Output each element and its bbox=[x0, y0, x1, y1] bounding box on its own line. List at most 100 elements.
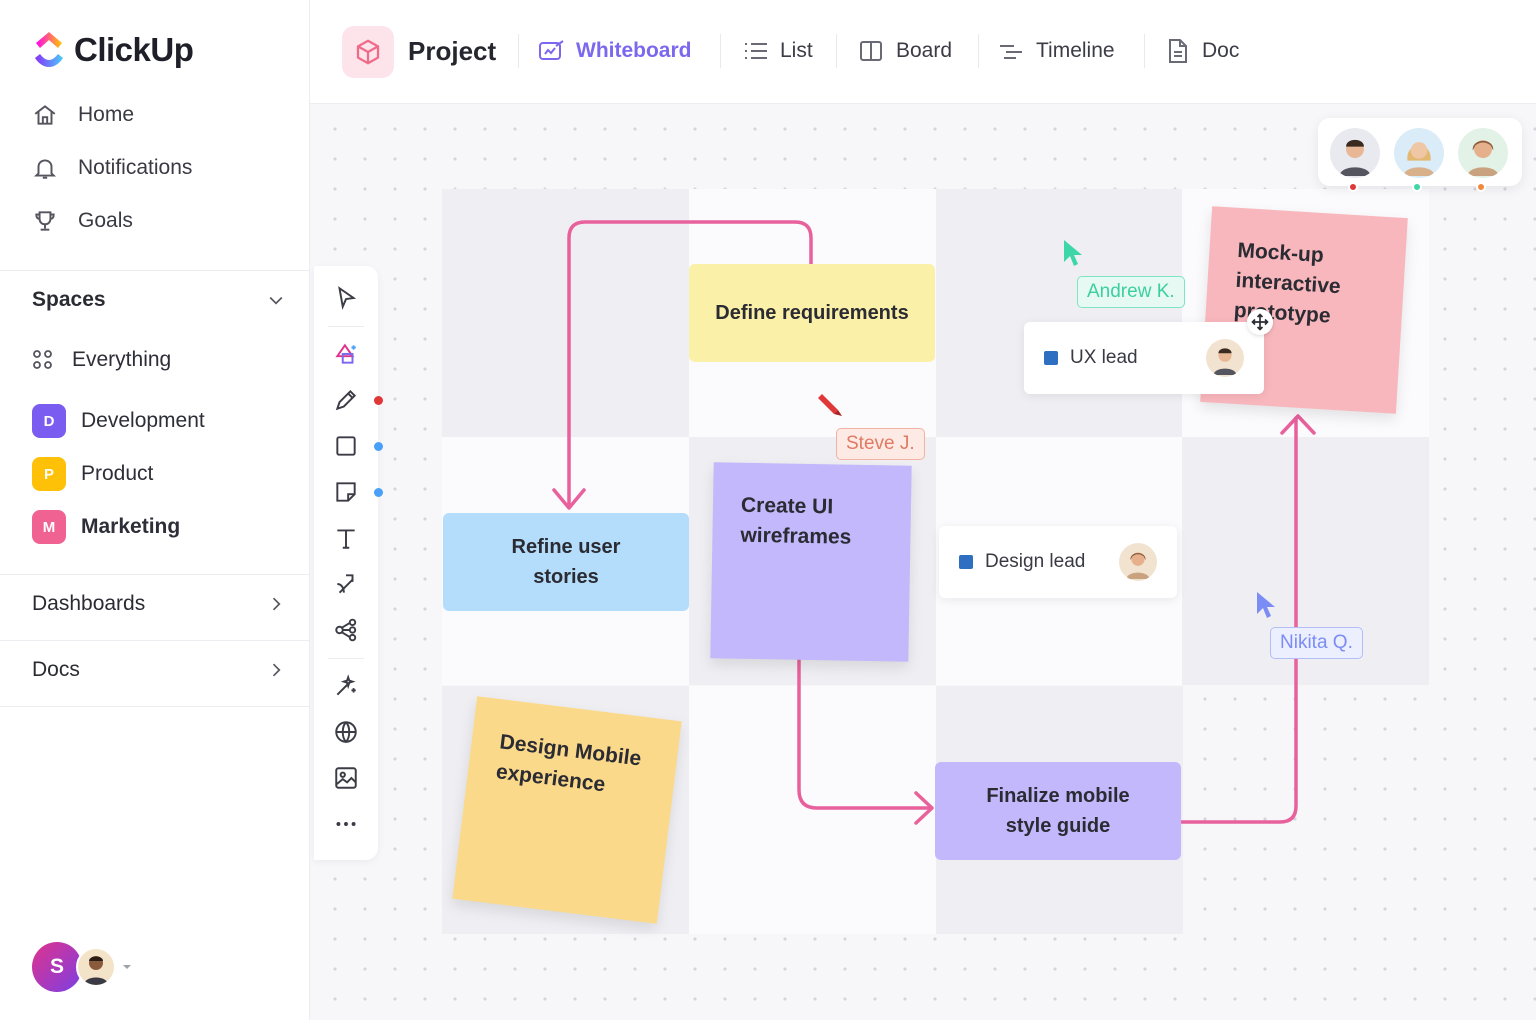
space-product[interactable]: P Product bbox=[32, 457, 153, 491]
role-card-ux-lead[interactable]: UX lead bbox=[1024, 322, 1264, 394]
chevron-down-icon bbox=[269, 296, 283, 305]
person-icon bbox=[1403, 142, 1435, 176]
marker-icon bbox=[818, 394, 842, 416]
tool-separator bbox=[328, 326, 364, 327]
tab-list[interactable]: List bbox=[742, 38, 813, 64]
ai-tool[interactable] bbox=[330, 670, 362, 702]
collaborator-avatar[interactable] bbox=[1394, 128, 1444, 178]
tab-separator bbox=[836, 34, 837, 68]
nav-notifications[interactable]: Notifications bbox=[32, 155, 192, 181]
space-everything[interactable]: Everything bbox=[32, 348, 171, 372]
user-menu[interactable]: S bbox=[32, 942, 134, 992]
collaborator-avatar[interactable] bbox=[1458, 128, 1508, 178]
space-development-label: Development bbox=[81, 409, 205, 432]
card-define-requirements[interactable]: Define requirements bbox=[689, 264, 935, 362]
card-finalize-label: Finalize mobile style guide bbox=[986, 785, 1130, 837]
tab-separator bbox=[720, 34, 721, 68]
ai-shape-tool[interactable] bbox=[330, 338, 362, 370]
space-marketing-label: Marketing bbox=[81, 515, 181, 538]
tab-separator bbox=[978, 34, 979, 68]
presence-dot bbox=[1476, 182, 1486, 192]
sidebar-divider bbox=[0, 574, 309, 575]
role-card-design-lead[interactable]: Design lead bbox=[939, 526, 1177, 598]
space-badge-development: D bbox=[32, 404, 66, 438]
select-tool[interactable] bbox=[330, 282, 362, 314]
connector-icon bbox=[337, 574, 354, 594]
space-product-label: Product bbox=[81, 462, 154, 485]
shape-tool[interactable] bbox=[330, 430, 362, 462]
cursor-label-nikita: Nikita Q. bbox=[1270, 627, 1363, 659]
whiteboard-toolbar bbox=[314, 266, 383, 860]
globe-icon bbox=[335, 721, 357, 744]
tab-doc[interactable]: Doc bbox=[1164, 38, 1239, 64]
tab-separator bbox=[518, 34, 519, 68]
move-handle[interactable] bbox=[1247, 309, 1273, 335]
clickup-logo-icon bbox=[35, 32, 63, 67]
list-icon bbox=[745, 43, 767, 59]
sticky-design-mobile[interactable]: Design Mobile experience bbox=[452, 696, 682, 924]
person-icon bbox=[84, 956, 108, 985]
trophy-icon bbox=[35, 211, 55, 231]
cursor-nikita bbox=[1257, 592, 1275, 618]
more-tools-button[interactable] bbox=[330, 808, 362, 840]
mindmap-tool[interactable] bbox=[330, 614, 362, 646]
connector-tool[interactable] bbox=[330, 568, 362, 600]
tab-whiteboard[interactable]: Whiteboard bbox=[538, 38, 692, 64]
sticky-mobile-label: Design Mobile experience bbox=[494, 730, 643, 797]
image-icon bbox=[335, 767, 357, 789]
tab-separator bbox=[1144, 34, 1145, 68]
space-development[interactable]: D Development bbox=[32, 404, 205, 438]
image-tool[interactable] bbox=[330, 762, 362, 794]
cursor-andrew bbox=[1064, 240, 1082, 266]
project-title: Project bbox=[408, 36, 497, 66]
cube-icon bbox=[356, 39, 380, 65]
cursor-label-andrew: Andrew K. bbox=[1077, 276, 1185, 308]
space-badge-marketing: M bbox=[32, 510, 66, 544]
card-finalize-style-guide[interactable]: Finalize mobile style guide bbox=[935, 762, 1181, 860]
tool-separator bbox=[328, 658, 364, 659]
clickup-logo[interactable]: ClickUp bbox=[32, 30, 194, 70]
board-cell bbox=[936, 189, 1183, 437]
tab-timeline-label: Timeline bbox=[1036, 39, 1115, 62]
tab-doc-label: Doc bbox=[1202, 39, 1240, 62]
grid-icon bbox=[33, 350, 52, 369]
docs-header[interactable]: Docs bbox=[32, 658, 286, 682]
move-icon bbox=[1251, 313, 1269, 331]
tab-board[interactable]: Board bbox=[858, 38, 952, 64]
board-cell bbox=[442, 189, 689, 437]
nav-goals-label: Goals bbox=[78, 209, 133, 232]
text-tool[interactable] bbox=[330, 522, 362, 554]
sidebar-divider bbox=[0, 706, 309, 707]
sticky-note-tool[interactable] bbox=[330, 476, 362, 508]
embed-tool[interactable] bbox=[330, 716, 362, 748]
sidebar-divider bbox=[0, 270, 309, 271]
presence-dot bbox=[1348, 182, 1358, 192]
tab-timeline[interactable]: Timeline bbox=[998, 38, 1115, 64]
presence-dot bbox=[1412, 182, 1422, 192]
space-everything-label: Everything bbox=[72, 348, 172, 371]
role-ux-label: UX lead bbox=[1070, 347, 1138, 368]
tab-list-label: List bbox=[780, 39, 813, 62]
user-avatar-photo bbox=[76, 947, 116, 987]
space-marketing[interactable]: M Marketing bbox=[32, 510, 180, 544]
pen-tool[interactable] bbox=[330, 384, 362, 416]
nav-goals[interactable]: Goals bbox=[32, 208, 133, 234]
role-design-label: Design lead bbox=[985, 551, 1086, 572]
sticky-color-dot bbox=[374, 488, 383, 497]
pen-color-dot bbox=[374, 396, 383, 405]
mindmap-icon bbox=[335, 618, 357, 642]
card-refine-user-stories[interactable]: Refine user stories bbox=[443, 513, 689, 611]
sticky-note-icon bbox=[336, 482, 356, 502]
spaces-header[interactable]: Spaces bbox=[32, 288, 286, 312]
board-icon bbox=[860, 41, 882, 61]
magic-shapes-icon bbox=[335, 343, 356, 364]
dashboards-header[interactable]: Dashboards bbox=[32, 592, 286, 616]
doc-icon bbox=[1169, 39, 1187, 63]
sticky-wireframes-label: Create UI wireframes bbox=[740, 493, 852, 549]
shape-color-dot bbox=[374, 442, 383, 451]
chevron-right-icon bbox=[272, 663, 281, 677]
nav-home-label: Home bbox=[78, 103, 135, 126]
sticky-create-ui-wireframes[interactable]: Create UI wireframes bbox=[710, 462, 912, 662]
collaborator-avatar[interactable] bbox=[1330, 128, 1380, 178]
nav-home[interactable]: Home bbox=[32, 102, 134, 128]
